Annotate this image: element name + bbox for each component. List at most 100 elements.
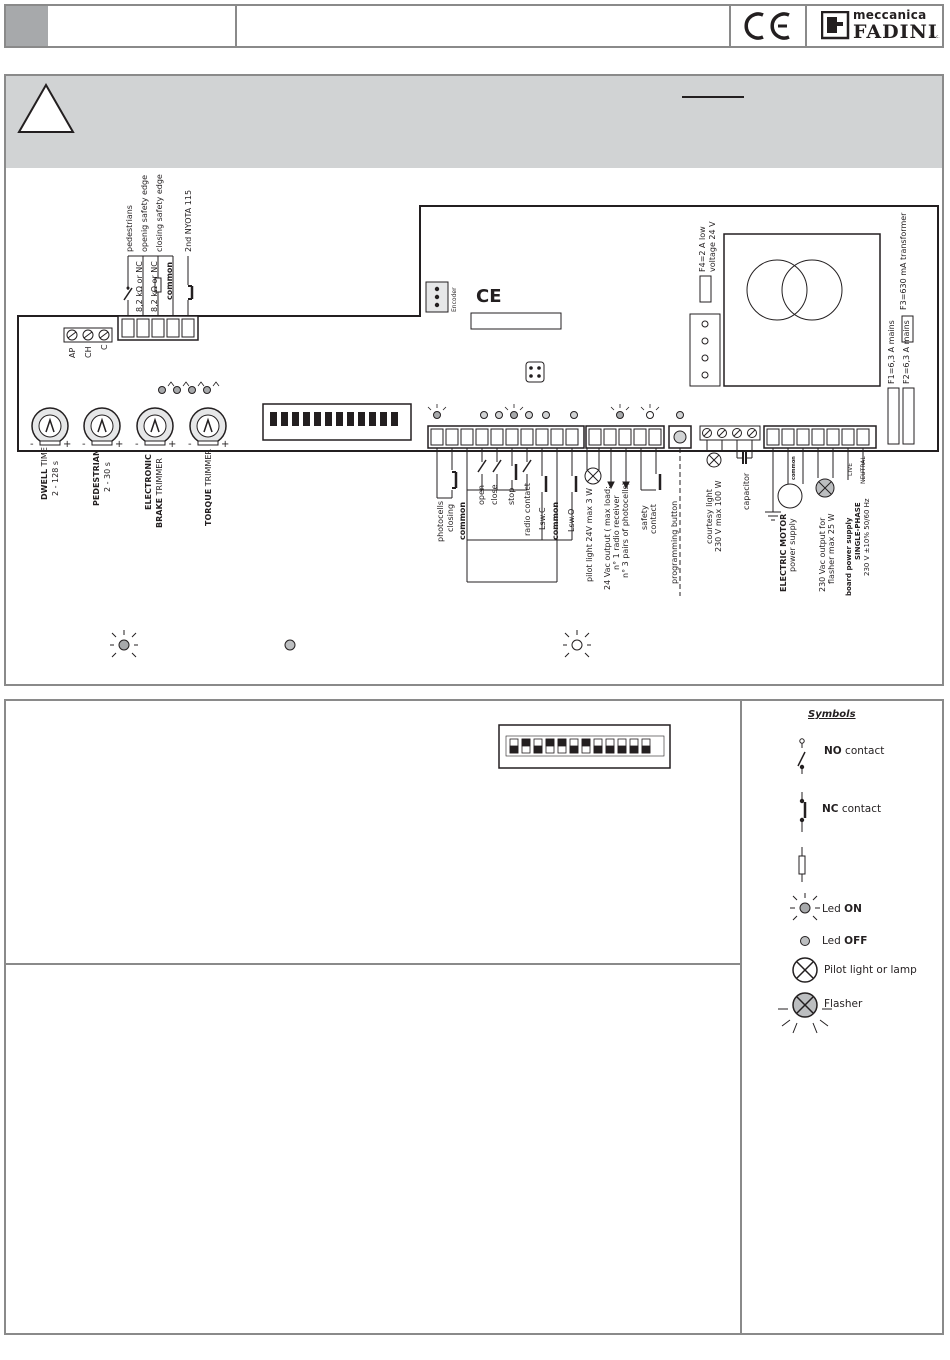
label-courtesy-1: courtesy light (705, 489, 714, 544)
svg-text:+: + (115, 439, 123, 450)
label-photocells: photocells (436, 500, 445, 542)
lower-divider-vertical (740, 699, 742, 1335)
symbol-nc-bold: NC (822, 803, 839, 815)
label-opening-edge: openig safety edge (140, 174, 149, 252)
label-out24-2: n° 1 radio receiver (612, 495, 621, 570)
label-common-2: common (551, 501, 560, 540)
symbol-led-on-rest: Led (822, 903, 845, 915)
dwell-bold: DWELL (40, 468, 49, 500)
label-pilot: pilot light 24V max 3 W (585, 487, 594, 582)
led-legend-row (110, 630, 591, 658)
led-on-icon (790, 893, 820, 921)
header-cell-1 (48, 6, 237, 46)
label-supply-1: board power supply (845, 517, 853, 596)
brake-bold: ELECTRONIC (144, 454, 153, 510)
symbol-no-bold: NO (824, 745, 842, 757)
symbol-no-contact: NO contact (824, 745, 884, 757)
label-dwell-range: 2 - 128 s (51, 460, 60, 496)
label-out24-1: 24 Vac output ( max load: (603, 486, 612, 590)
encoder-connector (425, 281, 449, 313)
label-closing: closing (446, 503, 455, 532)
board-outline (17, 205, 939, 452)
label-c: C (100, 344, 109, 350)
label-closing-edge: closing safety edge (155, 174, 164, 252)
fuse-f2 (902, 387, 915, 445)
led-off-icon (800, 936, 810, 946)
label-safety-2: contact (649, 504, 658, 534)
label-neutral: NEUTRAL (860, 456, 867, 484)
svg-text:-: - (188, 439, 192, 450)
label-programming: programming button (670, 500, 679, 584)
label-lswc: Lsw.C (538, 507, 547, 530)
dwell-rest: TIME (40, 447, 49, 469)
label-brake-2: BRAKE TRIMMER (155, 458, 164, 528)
symbol-pilot-lamp: Pilot light or lamp (824, 964, 917, 976)
symbol-led-off-rest: Led (822, 935, 845, 947)
label-ch: CH (84, 346, 93, 358)
label-pedestrian-range: 2 - 30 s (103, 462, 112, 492)
label-torque: TORQUE TRIMMER (204, 449, 213, 526)
svg-text:-: - (82, 439, 86, 450)
symbol-flasher: Flasher (824, 998, 863, 1010)
symbol-led-on: Led ON (822, 903, 862, 915)
header-bar: meccanica FADINI s.n.c. (4, 4, 944, 48)
board-dip-switch (262, 403, 412, 441)
dip-switch-diagram (498, 724, 671, 769)
label-courtesy-2: 230 V max 100 W (714, 480, 723, 552)
no-contact-icon (797, 738, 806, 774)
fuse-f3 (901, 315, 914, 343)
torque-rest: TRIMMER (204, 449, 213, 489)
symbol-nc-rest: contact (838, 803, 882, 815)
trimmer-torque (189, 407, 227, 446)
torque-bold: TORQUE (204, 488, 213, 526)
label-nc1: 8,2 kΩ or NC (135, 261, 144, 312)
trimmer-brake (136, 407, 174, 446)
warning-triangle-icon (17, 82, 75, 133)
main-terminal-block (427, 425, 665, 449)
trimmer-pedestrian (83, 407, 121, 446)
label-common-1: common (458, 501, 467, 540)
trimmer-signs: -+ -+ -+ -+ (30, 439, 229, 450)
label-motor-common: common (791, 456, 797, 480)
warning-underline (682, 96, 744, 98)
label-f4-a: F4=2 A low (698, 226, 707, 272)
header-gray-block (6, 6, 48, 46)
lower-panel (4, 699, 944, 1335)
motor-terminal-block (63, 327, 113, 343)
symbols-title: Symbols (808, 709, 856, 720)
label-capacitor: capacitor (742, 472, 751, 510)
label-nc2: 8,2 kΩ or NC (150, 261, 159, 312)
brand-logo: meccanica FADINI s.n.c. (809, 6, 942, 46)
svg-text:+: + (221, 439, 229, 450)
flasher-icon (778, 992, 832, 1034)
label-brake-1: ELECTRONIC (144, 454, 153, 510)
screw-terminals-right (699, 425, 761, 441)
fuse-icon (798, 847, 806, 882)
label-pedestrian: PEDESTRIAN (92, 449, 101, 506)
header-ce-cell (731, 6, 807, 46)
top-terminal-block (117, 255, 199, 341)
label-f1: F1=6,3 A mains (887, 320, 896, 384)
label-flasher-1: 230 Vac output for (818, 517, 827, 592)
symbol-led-off: Led OFF (822, 935, 867, 947)
transformer-connector (689, 313, 721, 387)
label-open: open (477, 485, 486, 505)
symbol-led-on-bold: ON (844, 903, 862, 915)
label-flasher-2: flasher max 25 W (827, 513, 836, 584)
fuse-f1 (887, 387, 900, 445)
wiring-diagram: CE (17, 205, 939, 658)
brand-suffix: s.n.c. (929, 34, 940, 39)
pilot-lamp-icon (792, 957, 818, 983)
fadini-logo-icon (821, 11, 850, 40)
label-ap: AP (68, 347, 77, 358)
svg-text:+: + (168, 439, 176, 450)
label-encoder: Encoder (451, 287, 458, 312)
led-group-top (158, 381, 220, 394)
jumper (525, 361, 545, 383)
power-terminal-block (763, 425, 877, 449)
label-f2: F2=6,3 A mains (902, 320, 911, 384)
bottom-wiring (436, 440, 864, 583)
label-safety-1: safety (640, 505, 649, 530)
label-f3: F3=630 mA transformer (899, 212, 908, 310)
lower-divider-horizontal (4, 963, 741, 965)
